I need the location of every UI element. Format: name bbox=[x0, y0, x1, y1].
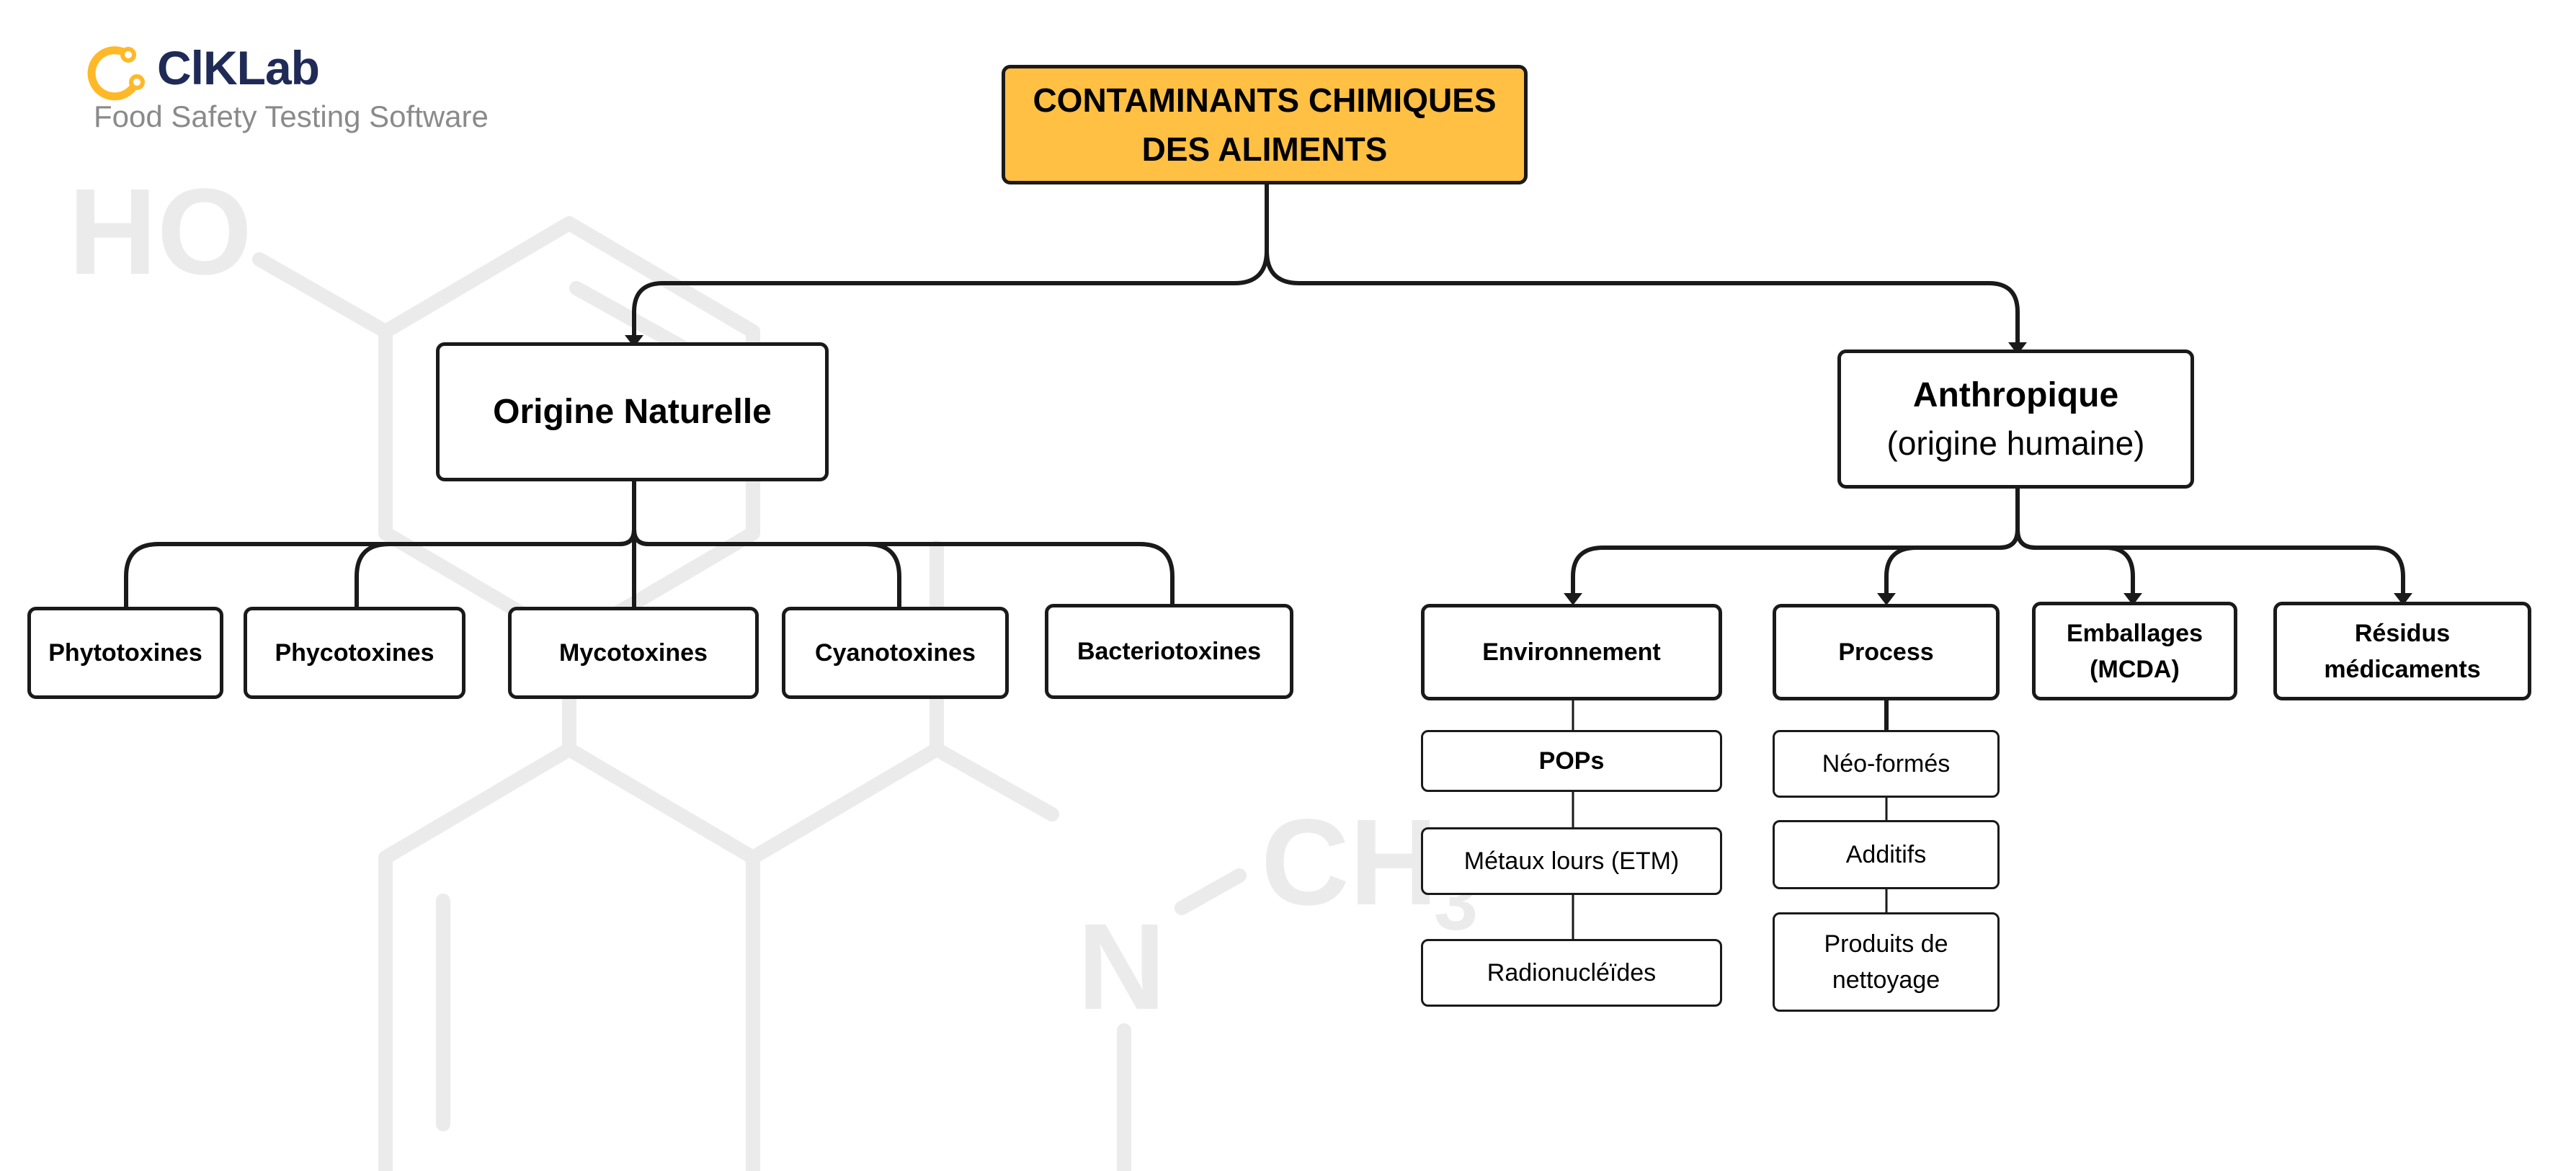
node-origine-naturelle: Origine Naturelle bbox=[436, 342, 829, 481]
node-residus-line-1: Résidus bbox=[2354, 619, 2451, 647]
node-anthropique-label: Anthropique bbox=[1912, 375, 2119, 414]
leaf-produits-nettoyage: Produits de nettoyage bbox=[1773, 912, 2000, 1012]
watermark-ch: CH bbox=[1261, 794, 1438, 931]
node-bacteriotoxines-label: Bacteriotoxines bbox=[1077, 637, 1262, 665]
title-line-2: DES ALIMENTS bbox=[1141, 130, 1388, 168]
leaf-pops: POPs bbox=[1421, 730, 1722, 792]
brand-name: ClKLab bbox=[157, 41, 320, 94]
node-environnement-label: Environnement bbox=[1482, 638, 1661, 666]
node-bacteriotoxines: Bacteriotoxines bbox=[1045, 604, 1293, 699]
node-anthropique: Anthropique (origine humaine) bbox=[1837, 349, 2194, 489]
node-mycotoxines-label: Mycotoxines bbox=[559, 638, 708, 667]
brand-tagline: Food Safety Testing Software bbox=[94, 99, 489, 133]
node-phycotoxines: Phycotoxines bbox=[244, 607, 465, 699]
node-environnement: Environnement bbox=[1421, 604, 1722, 700]
leaf-metaux-lours: Métaux lours (ETM) bbox=[1421, 827, 1722, 895]
leaf-additifs-label: Additifs bbox=[1845, 840, 1927, 868]
leaf-neo-formes-label: Néo-formés bbox=[1822, 749, 1951, 778]
node-process-label: Process bbox=[1838, 638, 1934, 666]
node-process: Process bbox=[1773, 604, 2000, 700]
node-emballages-line-1: Emballages bbox=[2067, 619, 2203, 647]
watermark-ho: HO bbox=[68, 164, 252, 300]
node-anthropique-sublabel: (origine humaine) bbox=[1886, 424, 2145, 462]
leaf-radionucleides-label: Radionucléïdes bbox=[1487, 958, 1657, 987]
node-residus-line-2: médicaments bbox=[2324, 655, 2481, 683]
node-emballages: Emballages (MCDA) bbox=[2032, 602, 2237, 700]
node-phytotoxines-label: Phytotoxines bbox=[48, 638, 202, 667]
leaf-radionucleides: Radionucléïdes bbox=[1421, 939, 1722, 1007]
leaf-produits-nettoyage-label: Produits de nettoyage bbox=[1824, 930, 1948, 994]
leaf-neo-formes: Néo-formés bbox=[1773, 730, 2000, 798]
node-phycotoxines-label: Phycotoxines bbox=[275, 638, 434, 667]
title-line-1: CONTAMINANTS CHIMIQUES bbox=[1033, 81, 1497, 119]
ring-link-icon bbox=[87, 46, 145, 101]
node-residus-medicaments: Résidus médicaments bbox=[2273, 602, 2531, 700]
leaf-additifs: Additifs bbox=[1773, 820, 2000, 889]
watermark-n: N bbox=[1077, 899, 1166, 1036]
leaf-metaux-lours-label: Métaux lours (ETM) bbox=[1463, 847, 1680, 875]
leaf-pops-label: POPs bbox=[1538, 747, 1605, 775]
node-phytotoxines: Phytotoxines bbox=[27, 607, 223, 699]
node-origine-naturelle-label: Origine Naturelle bbox=[493, 393, 772, 431]
node-cyanotoxines-label: Cyanotoxines bbox=[815, 638, 976, 667]
node-emballages-line-2: (MCDA) bbox=[2090, 655, 2180, 683]
node-cyanotoxines: Cyanotoxines bbox=[782, 607, 1009, 699]
title-node: CONTAMINANTS CHIMIQUES DES ALIMENTS bbox=[1002, 65, 1528, 184]
node-mycotoxines: Mycotoxines bbox=[508, 607, 759, 699]
